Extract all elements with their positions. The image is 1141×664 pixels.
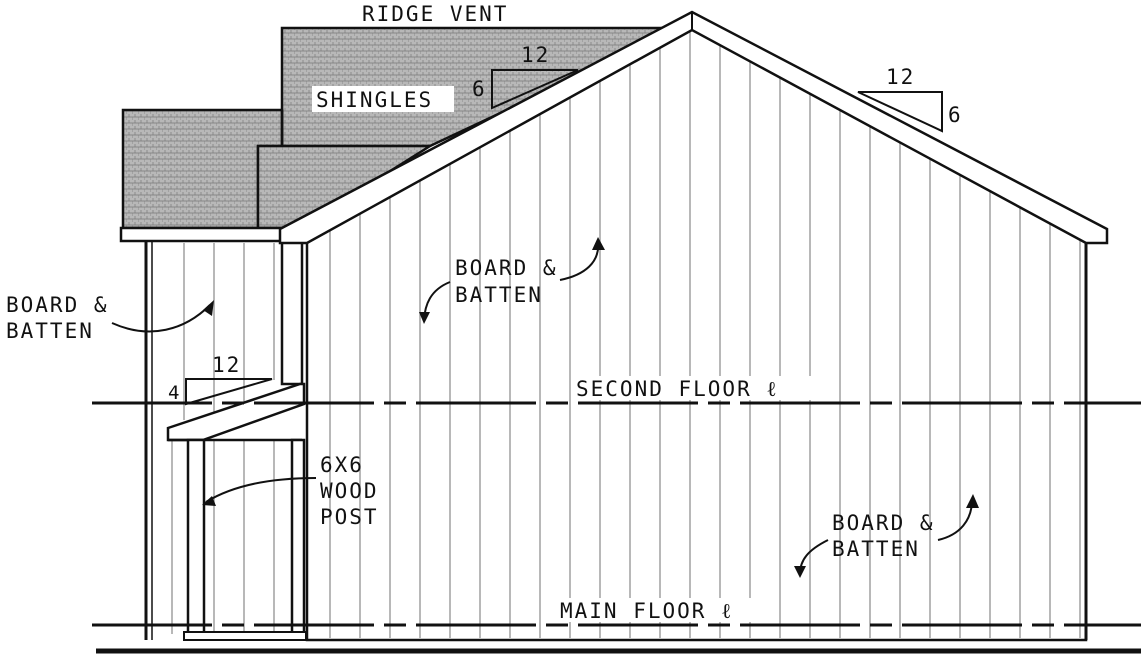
main-floor-label: MAIN FLOOR ℓ	[560, 599, 733, 623]
left-batten-label-line2: BATTEN	[6, 319, 94, 343]
trim-column	[280, 239, 304, 386]
upper-batten-arrowhead-b	[419, 312, 430, 324]
porch-pitch-run: 12	[212, 353, 241, 377]
left-batten-arrowhead	[203, 300, 214, 316]
upper-roof-pitch: 12 6	[472, 43, 579, 110]
lower-batten-arrowhead-a	[966, 494, 979, 508]
porch	[166, 382, 307, 641]
left-wing-wall	[119, 226, 308, 640]
main-pitch-run: 12	[886, 65, 915, 89]
lower-batten-arrowhead-b	[794, 566, 806, 578]
upper-batten-arrowhead-a	[592, 237, 605, 250]
leader-arrows	[111, 237, 979, 578]
lower-batten-label-line2: BATTEN	[832, 537, 920, 561]
porch-post-right	[290, 438, 306, 637]
post-arrowhead	[202, 496, 216, 506]
shingles-label: SHINGLES	[316, 88, 433, 112]
left-roof-fascia	[119, 226, 308, 243]
porch-base	[183, 631, 307, 641]
post-label-line3: POST	[320, 505, 379, 529]
lower-batten-label-line1: BOARD &	[832, 511, 935, 535]
main-gable	[278, 10, 1109, 642]
second-floor-label: SECOND FLOOR ℓ	[576, 377, 778, 401]
ridge-vent-label: RIDGE VENT	[362, 2, 508, 26]
left-batten-leader	[111, 304, 211, 333]
upper-pitch-run: 12	[521, 43, 550, 67]
main-roof-pitch: 12 6	[857, 65, 963, 133]
main-pitch-rise: 6	[948, 103, 963, 127]
porch-pitch-rise: 4	[168, 382, 181, 404]
left-batten-label-line1: BOARD &	[6, 293, 109, 317]
shingle-roof	[121, 26, 683, 230]
upper-pitch-rise: 6	[472, 77, 487, 101]
post-leader	[205, 477, 317, 503]
porch-post-left	[186, 438, 206, 637]
porch-roof-pitch: 12 4	[168, 353, 273, 406]
upper-batten-label-line2: BATTEN	[455, 283, 543, 307]
post-label-line1: 6X6	[320, 453, 364, 477]
upper-batten-label-line1: BOARD &	[455, 256, 558, 280]
left-wing-battens	[171, 243, 275, 634]
post-label-line2: WOOD	[320, 479, 379, 503]
porch-roof	[166, 382, 306, 442]
